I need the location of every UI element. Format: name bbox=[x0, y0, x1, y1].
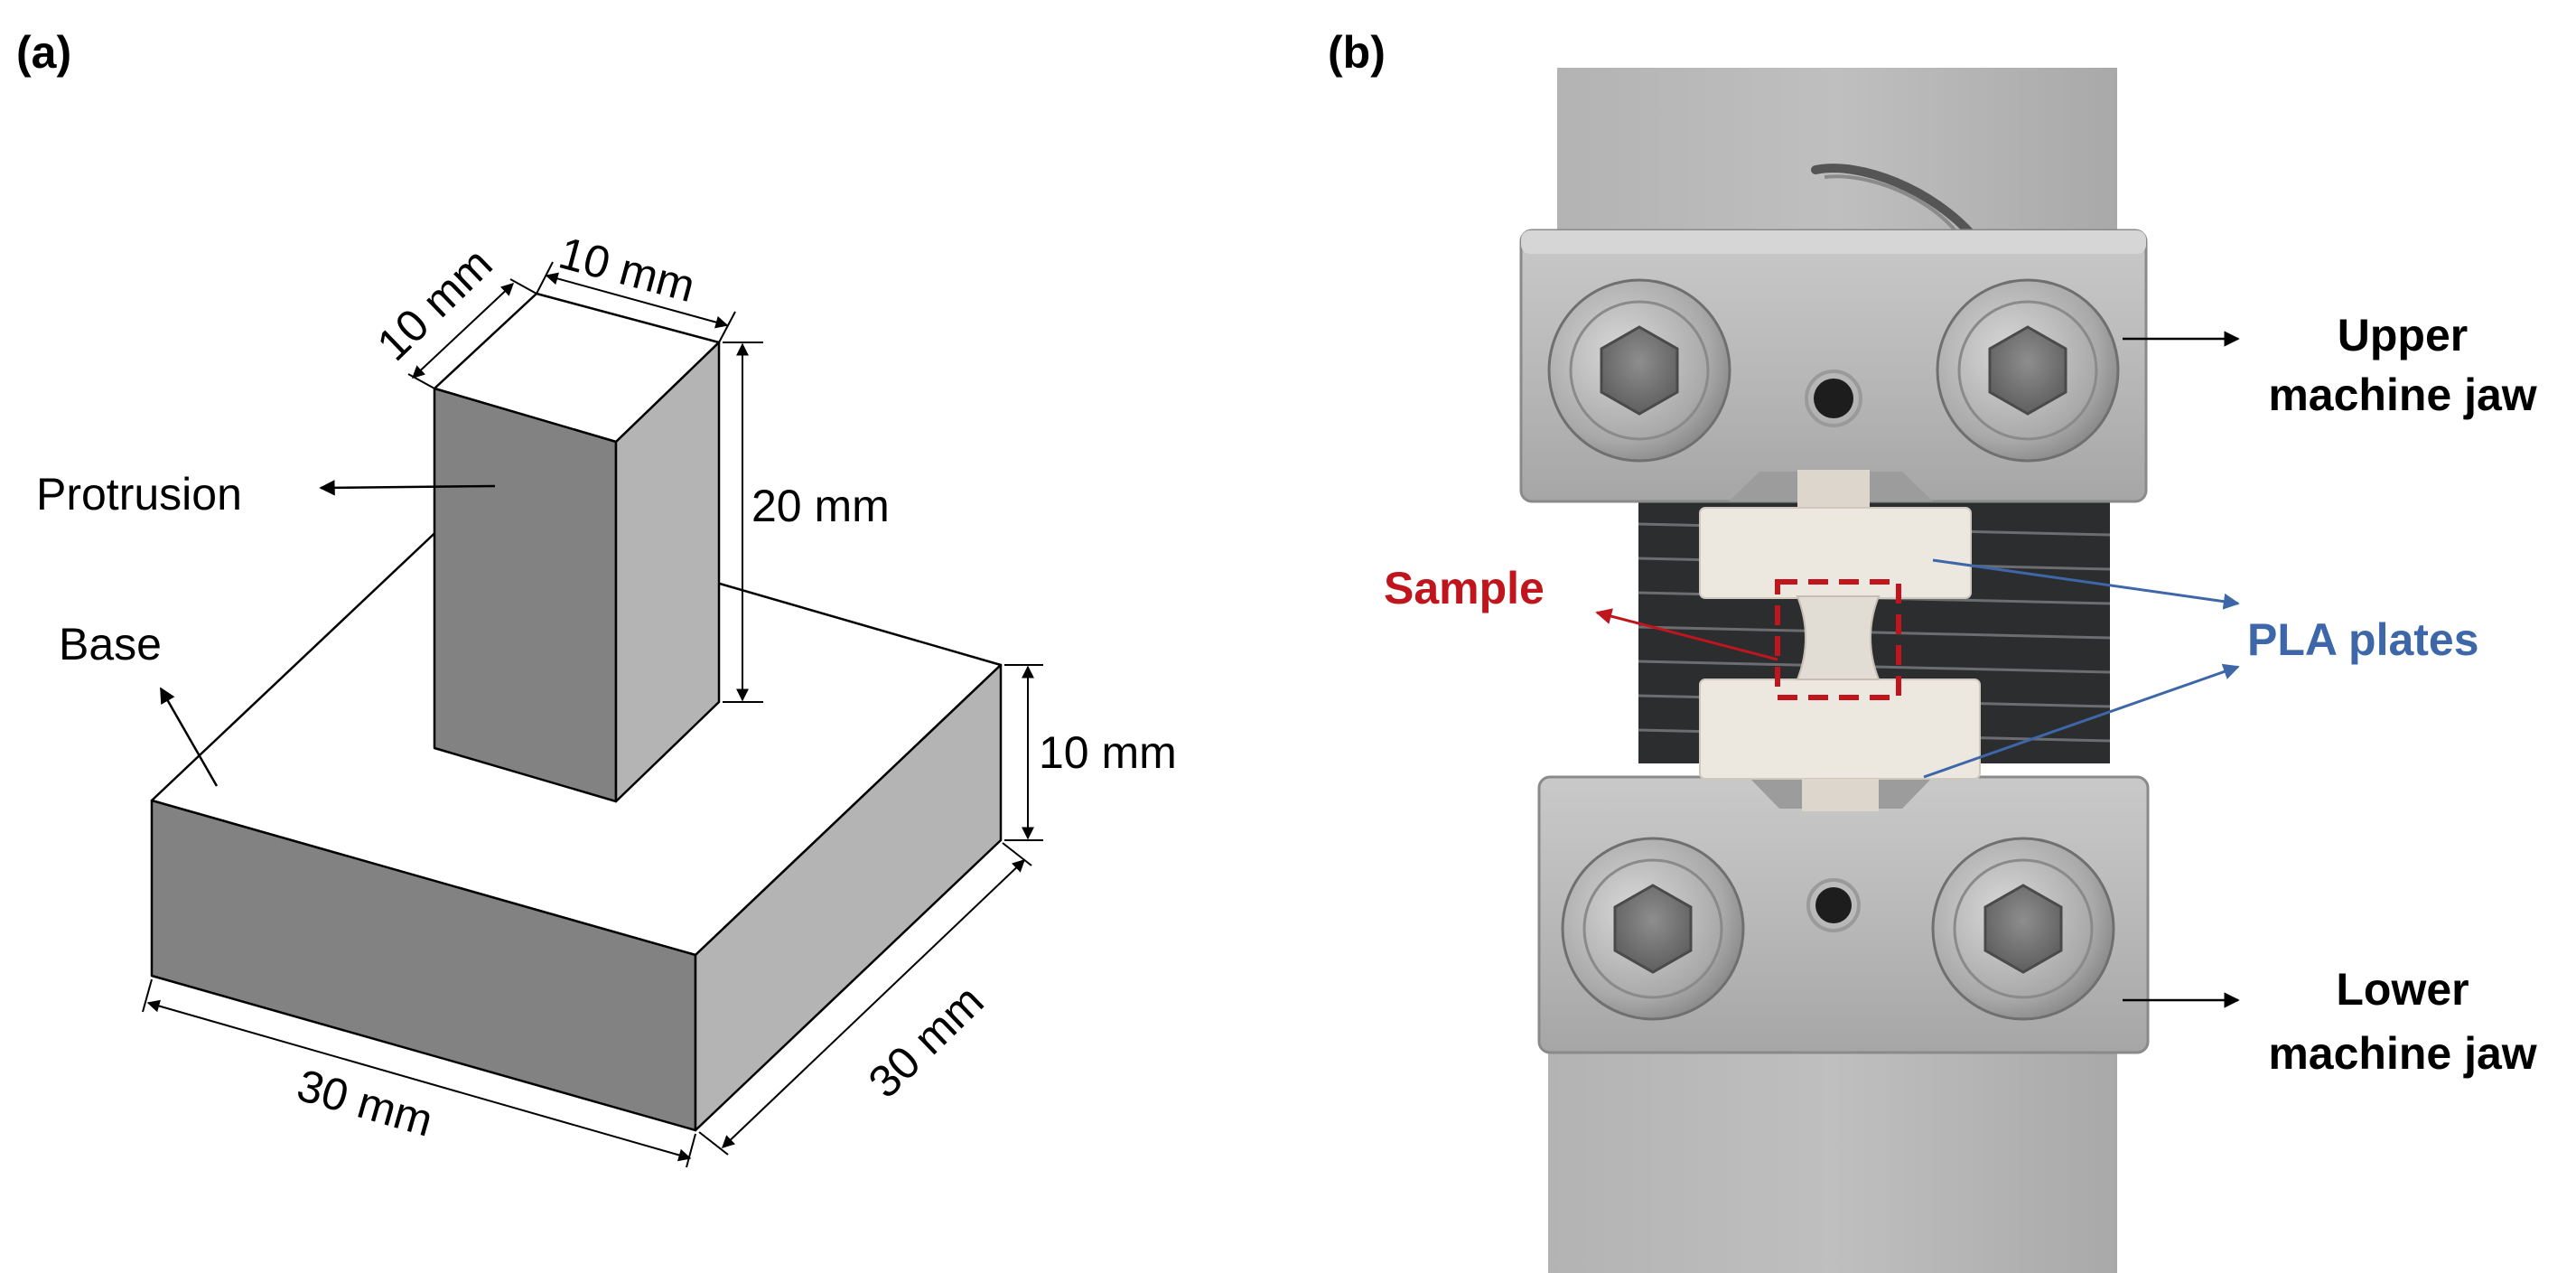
pla-arrow-lower bbox=[1923, 663, 2240, 779]
dim-protrusion-height bbox=[723, 342, 763, 703]
lower-right-bolt bbox=[1931, 837, 2115, 1021]
lower-jaw-label-line1: Lower bbox=[2336, 964, 2469, 1015]
pla-plates bbox=[1699, 470, 1981, 811]
test-photo bbox=[1519, 68, 2150, 1273]
lower-jaw-hole bbox=[1815, 887, 1852, 923]
dim-base-height-label: 10 mm bbox=[1039, 727, 1177, 778]
dim-base-depth bbox=[698, 842, 1032, 1156]
upper-grip-stub bbox=[1797, 470, 1870, 508]
upper-pla-plate bbox=[1699, 507, 1972, 599]
panel-a: (a) 10 mm 10 mm bbox=[16, 27, 1177, 1168]
lower-grip-stub bbox=[1802, 779, 1879, 811]
dim-top-width-label: 10 mm bbox=[554, 228, 700, 313]
panel-b: (b) bbox=[1328, 27, 2537, 1273]
upper-jaw-label-line2: machine jaw bbox=[2268, 370, 2536, 420]
upper-left-bolt bbox=[1547, 278, 1731, 463]
protrusion-side-face bbox=[614, 341, 721, 803]
dim-base-depth-label: 30 mm bbox=[859, 975, 994, 1107]
pla-plates-label: PLA plates bbox=[2247, 614, 2479, 665]
upper-jaw-label-line1: Upper bbox=[2338, 310, 2468, 360]
lower-left-bolt bbox=[1561, 837, 1745, 1021]
upper-jaw-hole bbox=[1814, 379, 1853, 418]
base-label: Base bbox=[59, 619, 162, 669]
dim-base-length-label: 30 mm bbox=[292, 1060, 438, 1147]
dim-base-height bbox=[1004, 664, 1043, 841]
sample-highlight-box bbox=[1775, 579, 1901, 700]
lower-bar bbox=[1548, 1034, 2117, 1273]
panel-a-label: (a) bbox=[16, 27, 71, 78]
sample-specimen bbox=[1796, 595, 1881, 680]
dim-top-depth bbox=[407, 278, 537, 389]
sample-label: Sample bbox=[1384, 563, 1545, 613]
upper-right-bolt bbox=[1936, 278, 2120, 463]
protrusion-block bbox=[433, 292, 721, 803]
protrusion-arrow bbox=[319, 480, 496, 496]
lower-jaw-label-line2: machine jaw bbox=[2268, 1028, 2536, 1079]
sample-arrow bbox=[1595, 608, 1778, 661]
panel-b-label: (b) bbox=[1328, 27, 1386, 78]
base-arrow bbox=[159, 687, 219, 787]
protrusion-front-face bbox=[433, 387, 618, 803]
pla-arrow-upper bbox=[1932, 558, 2240, 610]
dim-base-length bbox=[142, 978, 696, 1168]
dim-protrusion-height-label: 20 mm bbox=[751, 481, 890, 531]
protrusion-label: Protrusion bbox=[36, 469, 242, 519]
upper-bar bbox=[1557, 68, 2117, 248]
bar-scratch bbox=[1811, 164, 1978, 241]
dim-top-width bbox=[536, 261, 736, 343]
lower-pla-plate bbox=[1699, 679, 1981, 780]
